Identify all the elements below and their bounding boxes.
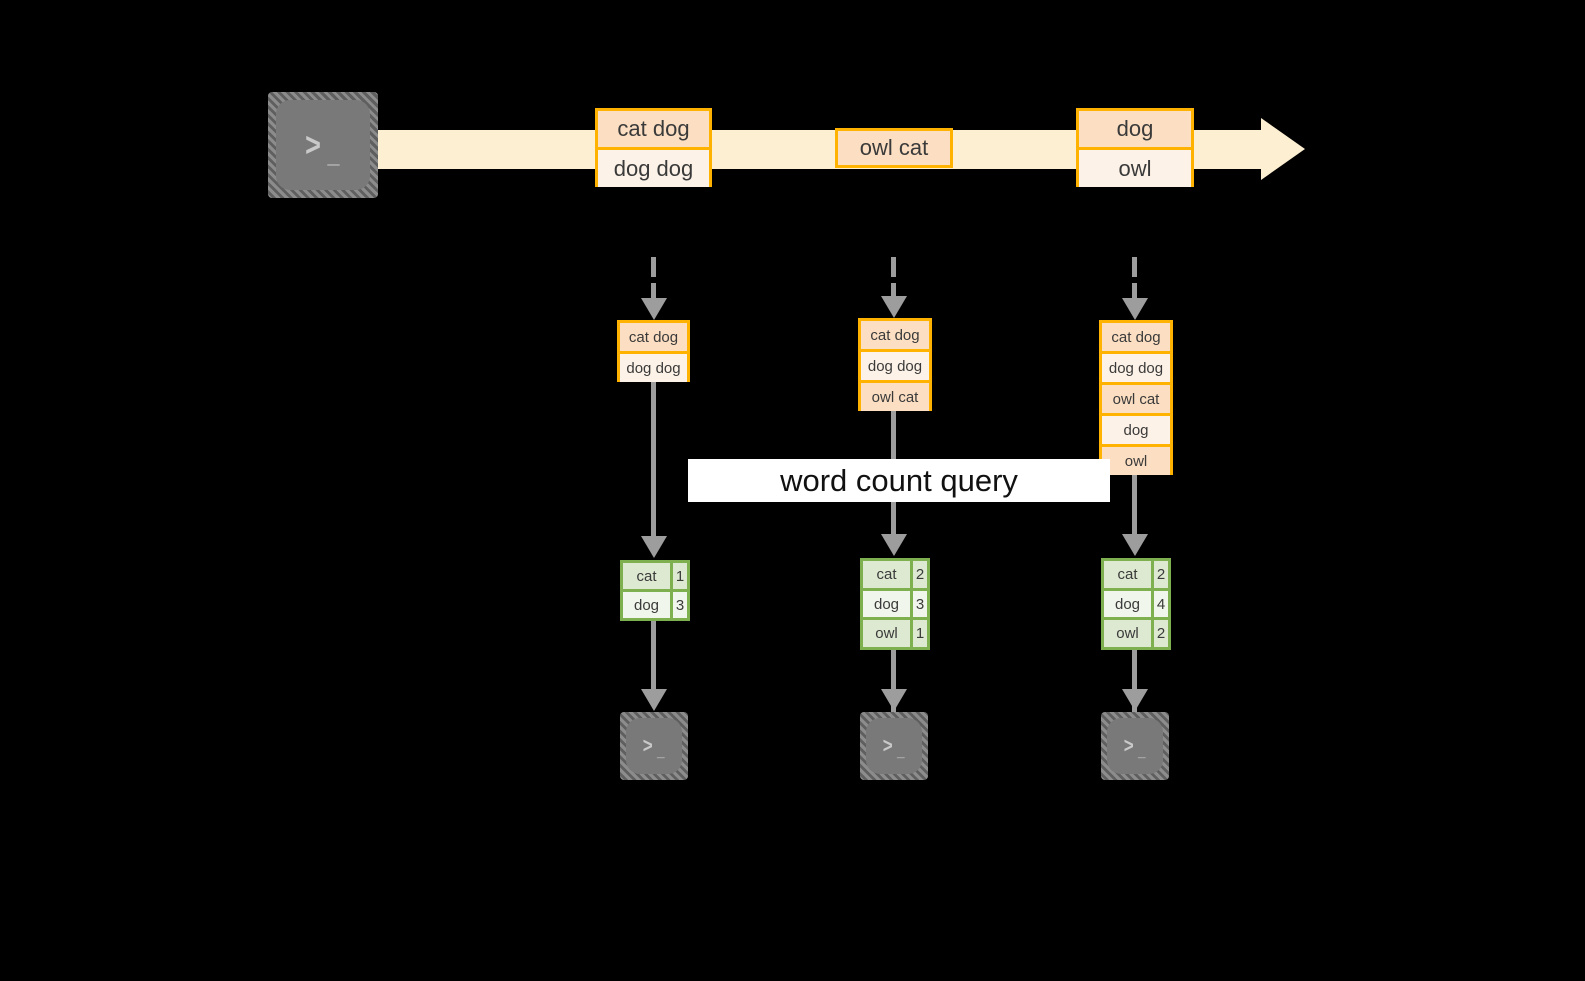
query-arrowhead-3: [1122, 534, 1148, 556]
result-row: cat 1: [623, 563, 687, 589]
output-line-2: [891, 650, 896, 712]
log-snapshot-line: cat dog: [861, 321, 929, 349]
snapshot-feed-arrowhead-1: [641, 298, 667, 320]
snapshot-feed-line-2: [891, 283, 896, 298]
snapshot-feed-arrowhead-2: [881, 296, 907, 318]
result-row: dog 3: [863, 587, 927, 618]
result-row: dog 4: [1104, 587, 1168, 618]
output-line-3: [1132, 650, 1137, 712]
result-row: owl 1: [863, 617, 927, 648]
log-snapshot-line: owl cat: [1102, 382, 1170, 413]
stream-record-line: dog dog: [598, 147, 709, 187]
result-word: owl: [1104, 620, 1151, 648]
terminal-underscore-icon: _: [1137, 741, 1146, 761]
snapshot-feed-line-1: [651, 283, 656, 300]
output-arrowhead-2: [881, 689, 907, 711]
terminal-underscore-icon: _: [656, 741, 665, 761]
stream-record-3[interactable]: dog owl: [1076, 108, 1194, 187]
output-line-1: [651, 621, 656, 690]
log-snapshot-line: cat dog: [1102, 323, 1170, 351]
query-line-1: [651, 382, 656, 537]
query-arrowhead-2: [881, 534, 907, 556]
result-count: 3: [670, 592, 687, 618]
result-row: cat 2: [863, 561, 927, 588]
log-snapshot-2[interactable]: cat dog dog dog owl cat: [858, 318, 932, 411]
result-count: 2: [1151, 561, 1168, 588]
result-word: dog: [623, 592, 670, 618]
result-word: cat: [623, 563, 670, 589]
result-row: cat 2: [1104, 561, 1168, 588]
consumer-terminal-2[interactable]: > _: [860, 712, 928, 780]
output-arrowhead-1: [641, 689, 667, 711]
stream-record-line: cat dog: [598, 111, 709, 147]
banner-label: word count query: [780, 462, 1018, 498]
snapshot-feed-arrowhead-3: [1122, 298, 1148, 320]
terminal-chevron-icon: >: [882, 733, 893, 758]
result-table-1[interactable]: cat 1 dog 3: [620, 560, 690, 621]
output-arrowhead-3: [1122, 689, 1148, 711]
snapshot-feed-dash-1: [651, 257, 656, 277]
stream-record-line: owl cat: [838, 131, 950, 165]
result-word: dog: [863, 590, 910, 618]
result-count: 1: [910, 620, 927, 648]
result-count: 3: [910, 590, 927, 618]
stream-record-line: dog: [1079, 111, 1191, 147]
result-table-3[interactable]: cat 2 dog 4 owl 2: [1101, 558, 1171, 650]
stream-record-2[interactable]: owl cat: [835, 128, 953, 168]
terminal-underscore-icon: _: [327, 137, 340, 168]
log-snapshot-line: dog dog: [620, 351, 687, 382]
stream-record-1[interactable]: cat dog dog dog: [595, 108, 712, 187]
word-count-query-banner: word count query: [688, 459, 1110, 502]
log-snapshot-line: dog: [1102, 413, 1170, 444]
result-row: owl 2: [1104, 617, 1168, 648]
log-snapshot-line: owl: [1102, 444, 1170, 475]
log-snapshot-line: cat dog: [620, 323, 687, 351]
query-line-3: [1132, 475, 1137, 535]
snapshot-feed-dash-3: [1132, 257, 1137, 277]
result-count: 4: [1151, 590, 1168, 618]
result-table-2[interactable]: cat 2 dog 3 owl 1: [860, 558, 930, 650]
result-count: 2: [910, 561, 927, 588]
log-snapshot-line: dog dog: [861, 349, 929, 380]
terminal-chevron-icon: >: [642, 733, 653, 758]
log-snapshot-line: dog dog: [1102, 351, 1170, 382]
consumer-terminal-3[interactable]: > _: [1101, 712, 1169, 780]
result-count: 1: [670, 563, 687, 589]
result-row: dog 3: [623, 589, 687, 618]
terminal-chevron-icon: >: [1123, 733, 1134, 758]
consumer-terminal-1[interactable]: > _: [620, 712, 688, 780]
query-arrowhead-1: [641, 536, 667, 558]
log-snapshot-1[interactable]: cat dog dog dog: [617, 320, 690, 382]
stream-arrowhead: [1261, 118, 1305, 180]
result-word: owl: [863, 620, 910, 648]
log-snapshot-line: owl cat: [861, 380, 929, 411]
result-count: 2: [1151, 620, 1168, 648]
result-word: cat: [863, 561, 910, 588]
terminal-chevron-icon: >: [305, 125, 321, 164]
snapshot-feed-dash-2: [891, 257, 896, 277]
producer-terminal-icon[interactable]: > _: [268, 92, 378, 198]
terminal-underscore-icon: _: [896, 741, 905, 761]
snapshot-feed-line-3: [1132, 283, 1137, 300]
result-word: dog: [1104, 590, 1151, 618]
log-snapshot-3[interactable]: cat dog dog dog owl cat dog owl: [1099, 320, 1173, 475]
result-word: cat: [1104, 561, 1151, 588]
stream-record-line: owl: [1079, 147, 1191, 187]
